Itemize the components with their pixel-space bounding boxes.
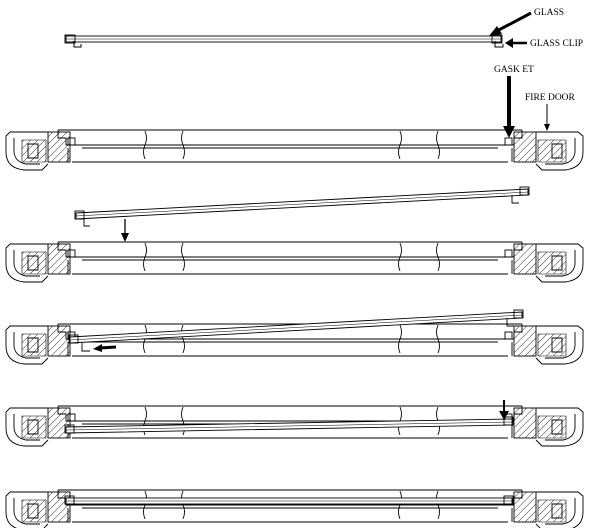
frame-section-2 [5, 241, 584, 283]
frame-sections [5, 129, 584, 528]
gasket-label: GASK ET [494, 65, 534, 75]
step3-left-arrow [99, 345, 117, 350]
step3-left-arrowhead [93, 344, 102, 352]
frame-section-3 [5, 323, 584, 365]
glass-arrow [494, 11, 532, 34]
fire-door-label: FIRE DOOR [525, 93, 576, 103]
step4-down-arrowhead [499, 411, 509, 420]
glass-clip-arrowhead [505, 38, 513, 48]
gasket-arrowhead [503, 126, 515, 138]
step5-glass [64, 495, 514, 505]
frame-section-4 [5, 405, 584, 447]
fire-door-arrowhead [544, 124, 550, 131]
frame-section-5 [5, 489, 584, 528]
glass-arrowhead [489, 26, 502, 36]
step2-glass [74, 186, 530, 227]
step3-glass [68, 309, 524, 352]
step4-glass [64, 416, 514, 434]
glass-clip-label: GLASS CLIP [530, 39, 583, 49]
glass-label: GLASS [534, 8, 564, 18]
frame-section-1 [5, 129, 584, 171]
parts-overview-glass [64, 34, 504, 48]
step2-down-arrowhead [121, 233, 129, 242]
